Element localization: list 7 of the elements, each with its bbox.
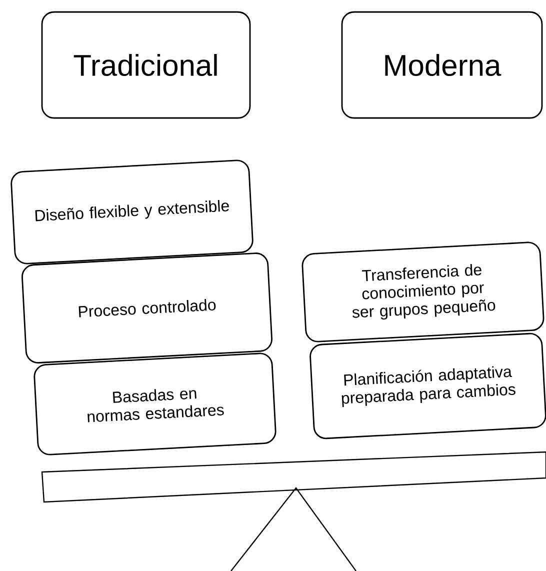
feature-box: Planificación adaptativa preparada para cambios: [310, 332, 546, 440]
feature-box: Transferencia de conocimiento por ser grupos pequeño: [302, 242, 544, 342]
feature-box: Proceso controlado: [22, 252, 272, 364]
feature-box: Diseño flexible y extensible: [10, 160, 254, 264]
title-box: Moderna: [341, 11, 543, 119]
title-box: Tradicional: [41, 11, 251, 119]
feature-box: Basadas en normas estandares: [34, 352, 276, 456]
